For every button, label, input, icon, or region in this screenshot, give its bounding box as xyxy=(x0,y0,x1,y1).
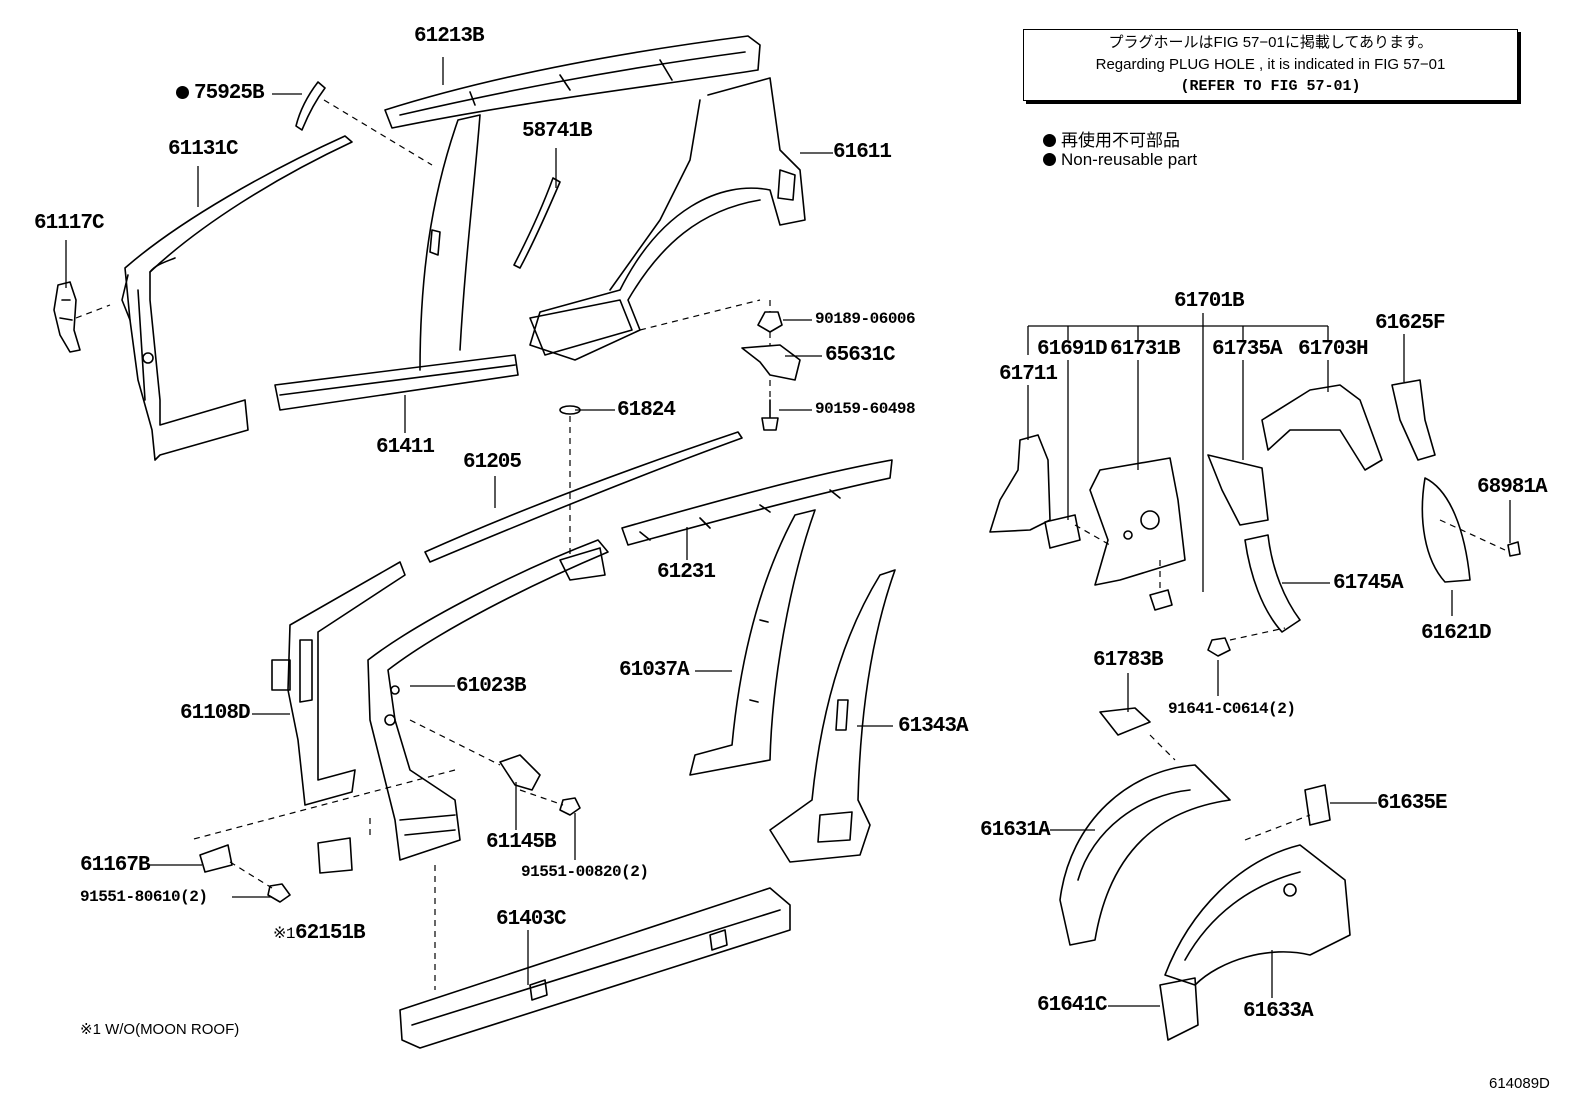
part-65631c-drawing xyxy=(741,311,801,431)
part-61231-drawing xyxy=(621,459,893,546)
non-reusable-dot-icon xyxy=(1043,134,1056,147)
part-62151b-drawing xyxy=(317,837,353,874)
label-65631c: 65631C xyxy=(825,344,896,367)
label-91641-c0614: 91641-C0614(2) xyxy=(1168,700,1296,718)
bolt-91641-drawing xyxy=(1207,637,1231,657)
moon-roof-footnote: ※1 W/O(MOON ROOF) xyxy=(80,1021,240,1038)
bolt-91551-00820-drawing xyxy=(559,797,581,816)
label-61167b: 61167B xyxy=(80,854,151,877)
part-61731b-clip-drawing xyxy=(1149,589,1173,611)
label-61343a: 61343A xyxy=(898,715,969,738)
part-61343a-drawing xyxy=(769,569,896,863)
part-61745a-drawing xyxy=(1244,534,1301,633)
part-61711-drawing xyxy=(989,434,1051,533)
dashed-alignment-lines xyxy=(75,99,1506,990)
part-61131c-drawing xyxy=(121,135,353,461)
plug-hole-notice: プラグホールはFIG 57−01に掲載してあります。 Regarding PLU… xyxy=(1023,29,1518,101)
part-58741b-drawing xyxy=(513,177,561,269)
part-61411-drawing xyxy=(274,114,519,411)
part-61023b-drawing xyxy=(367,539,609,861)
label-61145b: 61145B xyxy=(486,831,557,854)
label-61745a: 61745A xyxy=(1333,572,1404,595)
label-61735a: 61735A xyxy=(1212,338,1283,361)
part-61633a-drawing xyxy=(1164,844,1351,986)
part-61703h-drawing xyxy=(1261,384,1383,471)
figure-id: 614089D xyxy=(1489,1075,1550,1092)
label-61611: 61611 xyxy=(833,141,892,164)
bolt-91551-80610-drawing xyxy=(267,883,291,903)
label-91551-00820: 91551-00820(2) xyxy=(521,863,649,881)
label-61205: 61205 xyxy=(463,451,522,474)
label-61117c: 61117C xyxy=(34,212,105,235)
part-61691d-drawing xyxy=(1044,514,1081,549)
part-61631a-drawing xyxy=(1059,764,1231,946)
label-61633a: 61633A xyxy=(1243,1000,1314,1023)
part-61641c-drawing xyxy=(1159,977,1199,1041)
notice-line-jp: プラグホールはFIG 57−01に掲載してあります。 xyxy=(1108,34,1433,51)
part-61108d-drawing xyxy=(271,561,406,806)
part-61611-drawing xyxy=(529,77,806,361)
label-61783b: 61783B xyxy=(1093,649,1164,672)
notice-line-en: Regarding PLUG HOLE , it is indicated in… xyxy=(1095,56,1446,73)
label-61213b: 61213B xyxy=(414,25,485,48)
part-75925b-drawing xyxy=(295,81,326,131)
legend-en-text: Non-reusable part xyxy=(1061,150,1198,169)
part-61783b-drawing xyxy=(1099,707,1151,736)
label-61824: 61824 xyxy=(617,399,676,422)
label-61131c: 61131C xyxy=(168,138,239,161)
label-61631a: 61631A xyxy=(980,819,1051,842)
part-61145b-drawing xyxy=(499,754,541,791)
part-61213b-drawing xyxy=(384,35,761,129)
part-61625f-drawing xyxy=(1391,379,1436,461)
label-75925b-text: 75925B xyxy=(194,82,265,105)
legend-jp: 再使用不可部品 xyxy=(1043,126,1180,151)
label-91551-80610: 91551-80610(2) xyxy=(80,888,208,906)
legend-jp-text: 再使用不可部品 xyxy=(1061,131,1180,150)
legend-en: Non-reusable part xyxy=(1043,150,1197,170)
part-61205-drawing xyxy=(424,431,743,563)
label-62151b-text: 62151B xyxy=(295,922,366,945)
leader-lines xyxy=(65,57,1511,1007)
part-61635e-drawing xyxy=(1304,784,1331,826)
non-reusable-dot-icon xyxy=(1043,153,1056,166)
part-61037a-drawing xyxy=(689,509,816,776)
part-61731b-drawing xyxy=(1089,457,1186,586)
label-61625f: 61625F xyxy=(1375,312,1446,335)
label-61037a: 61037A xyxy=(619,659,690,682)
label-61635e: 61635E xyxy=(1377,792,1448,815)
label-90159-60498: 90159-60498 xyxy=(815,400,916,418)
label-75925b: 75925B xyxy=(176,82,265,105)
part-61117c-drawing xyxy=(53,281,81,353)
part-68981a-drawing xyxy=(1507,541,1521,557)
part-61735a-drawing xyxy=(1207,454,1269,526)
label-58741b: 58741B xyxy=(522,120,593,143)
part-61621d-drawing xyxy=(1421,477,1471,583)
label-61411: 61411 xyxy=(376,436,435,459)
label-62151b: ※162151B xyxy=(273,922,366,945)
moon-roof-note-mark: ※1 xyxy=(273,925,296,943)
label-61641c: 61641C xyxy=(1037,994,1108,1017)
label-61231: 61231 xyxy=(657,561,716,584)
label-61023b: 61023B xyxy=(456,675,527,698)
label-61108d: 61108D xyxy=(180,702,251,725)
label-61711: 61711 xyxy=(999,363,1058,386)
label-61703h: 61703H xyxy=(1298,338,1369,361)
notice-line-refer: (REFER TO FIG 57-01) xyxy=(1180,78,1361,95)
label-61731b: 61731B xyxy=(1110,338,1181,361)
label-61621d: 61621D xyxy=(1421,622,1492,645)
non-reusable-dot-icon xyxy=(176,86,189,99)
label-61691d: 61691D xyxy=(1037,338,1108,361)
label-61403c: 61403C xyxy=(496,908,567,931)
label-61701b: 61701B xyxy=(1174,290,1245,313)
label-68981a: 68981A xyxy=(1477,476,1548,499)
part-61403c-drawing xyxy=(399,887,791,1049)
part-61167b-drawing xyxy=(199,844,233,873)
label-90189-06006: 90189-06006 xyxy=(815,310,916,328)
